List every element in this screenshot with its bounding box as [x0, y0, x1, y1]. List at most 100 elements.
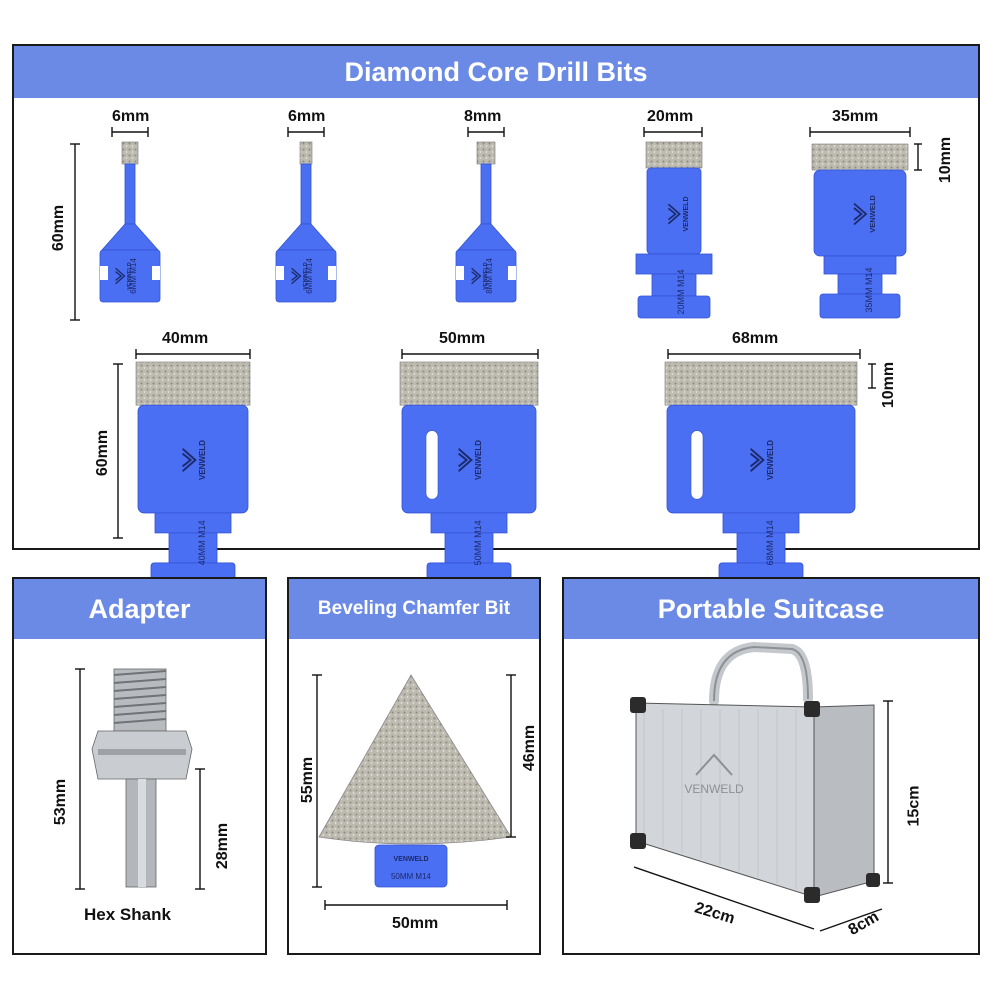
suitcase-depth-bracket: [819, 908, 883, 932]
suitcase-panel: Portable Suitcase VENWELD 15cm 22cm 8cm: [562, 577, 980, 955]
bit-marking: 6MM M14: [305, 258, 314, 294]
adapter-shank-bracket: [195, 768, 205, 890]
brand-logo: VENWELD: [471, 262, 489, 290]
bit-8-width-bracket: [667, 349, 861, 359]
drill-bit-40mm: 40MM M14 VENWELD: [135, 361, 251, 586]
adapter-header: Adapter: [14, 579, 265, 639]
suitcase-title: Portable Suitcase: [657, 593, 885, 624]
suitcase-illustration: VENWELD: [630, 641, 893, 932]
svg-text:VENWELD: VENWELD: [474, 440, 483, 480]
suitcase-logo: [695, 753, 733, 776]
diamond-tip: [299, 141, 313, 165]
diamond-crown: [399, 361, 539, 406]
bit-hub: [736, 532, 786, 564]
drill-bit-20mm: 20MM M14 VENWELD: [635, 141, 713, 319]
thread-line: [113, 686, 167, 692]
bit-marking: 8MM M14: [485, 258, 494, 294]
chamfer-bit: 50MM M14 VENWELD: [318, 674, 512, 888]
chamfer-height-label: 55mm: [299, 756, 317, 804]
thread-line: [113, 678, 167, 684]
chamfer-header: Beveling Chamfer Bit: [289, 579, 539, 639]
bit-2-width-bracket: [287, 127, 325, 137]
chamfer-width-bracket: [324, 900, 508, 910]
bit-6-width-bracket: [135, 349, 251, 359]
adapter-total-bracket: [75, 668, 85, 890]
bit-6-width-label: 40mm: [162, 330, 209, 347]
diamond-crown: [811, 143, 909, 171]
base-notch: [456, 266, 464, 280]
cup-slot: [425, 430, 439, 500]
corner-cap: [804, 887, 820, 903]
adapter-shank-label: 28mm: [214, 822, 232, 870]
bit-cone: [277, 223, 335, 251]
corner-cap: [804, 701, 820, 717]
suitcase-side: [813, 704, 875, 898]
thread-line: [113, 718, 167, 724]
bit-marking: 20MM M14: [676, 269, 686, 314]
brand-logo: VENWELD: [291, 262, 309, 290]
drill-bit-68mm: 68MM M14 VENWELD: [664, 361, 858, 586]
bit-3-width-bracket: [467, 127, 505, 137]
handle-outline: [713, 645, 809, 702]
chamfer-brand: VENWELD: [394, 856, 429, 863]
bit-marking: 40MM M14: [197, 520, 207, 565]
suitcase-height-bracket: [883, 700, 893, 884]
bit-neck: [635, 253, 713, 275]
svg-text:VENWELD: VENWELD: [483, 262, 489, 290]
brand-logo: VENWELD: [115, 262, 133, 290]
chamfer-hub: [374, 844, 448, 888]
corner-cap: [630, 697, 646, 713]
bit-marking: 35MM M14: [864, 267, 874, 312]
adapter-title: Adapter: [88, 593, 191, 624]
drill-bits-header: Diamond Core Drill Bits: [14, 46, 978, 98]
suitcase: VENWELD: [630, 641, 880, 903]
bit-marking: 6MM M14: [129, 258, 138, 294]
chamfer-marking: 50MM M14: [391, 872, 432, 881]
bit-hub: [837, 273, 883, 295]
bit-cone: [457, 223, 515, 251]
thread-line: [113, 670, 167, 676]
base-notch: [508, 266, 516, 280]
drill-bits-title: Diamond Core Drill Bits: [344, 56, 648, 87]
svg-text:VENWELD: VENWELD: [198, 440, 207, 480]
corner-cap: [866, 873, 880, 887]
chamfer-cone-label: 46mm: [521, 724, 539, 772]
suitcase-handle: [709, 641, 813, 706]
row2-height-bracket: [113, 363, 123, 539]
diamond-crown: [135, 361, 251, 406]
bit-neck: [154, 512, 232, 534]
chamfer-width-label: 50mm: [392, 915, 439, 932]
chamfer-cone: [318, 674, 512, 845]
thread-line: [113, 710, 167, 716]
svg-text:VENWELD: VENWELD: [766, 440, 775, 480]
thread-line: [113, 702, 167, 708]
adapter-panel: Adapter 53mm 28mm Hex Shank: [12, 577, 267, 955]
row2-segment-bracket: [868, 363, 876, 389]
bit-hub: [168, 532, 218, 564]
chamfer-illustration: 50MM M14 VENWELD: [312, 674, 516, 910]
suitcase-length-bracket: [633, 866, 815, 930]
bit-marking: 68MM M14: [765, 520, 775, 565]
bit-shaft: [300, 163, 312, 225]
brand-logo: VENWELD: [667, 197, 690, 232]
suitcase-brand: VENWELD: [684, 782, 744, 796]
row1-segment-bracket: [914, 143, 922, 171]
bit-neck: [823, 255, 897, 275]
diamond-tip: [476, 141, 496, 165]
chamfer-height-bracket: [312, 674, 322, 888]
diamond-crown: [664, 361, 858, 406]
bit-neck: [430, 512, 508, 534]
bit-hub: [651, 273, 697, 297]
bit-7-width-label: 50mm: [439, 330, 486, 347]
bit-2-width-label: 6mm: [288, 108, 326, 125]
diamond-crown: [645, 141, 703, 169]
chamfer-title: Beveling Chamfer Bit: [317, 598, 511, 619]
bit-1-width-bracket: [111, 127, 149, 137]
bit-cup: [646, 167, 702, 255]
row1-segment-label: 10mm: [937, 136, 955, 184]
svg-text:VENWELD: VENWELD: [303, 262, 309, 290]
